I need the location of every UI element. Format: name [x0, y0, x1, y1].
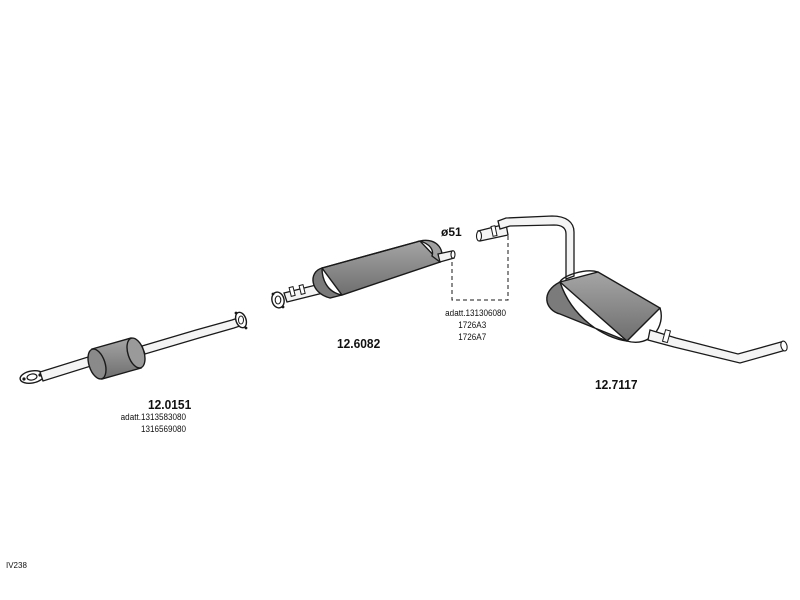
fitment-front-line2: 1316569080 [140, 424, 186, 434]
rear-silencer-assembly [497, 215, 788, 364]
front-resonator [87, 337, 146, 380]
middle-silencer-assembly [271, 239, 456, 309]
front-pipe-assembly [19, 311, 248, 384]
front-outlet-pipe [141, 317, 241, 355]
connector-dashed-bracket [451, 236, 509, 301]
rear-inlet-pipe [497, 215, 575, 280]
fitment-connector-line2: 1726A3 [458, 320, 487, 330]
part-number-rear: 12.7117 [595, 377, 638, 392]
fitment-connector-line1: adatt.131306080 [445, 308, 506, 318]
middle-silencer [312, 239, 443, 299]
fitment-front-line1: adatt.1313583080 [120, 412, 186, 422]
front-outlet-flange [234, 311, 248, 330]
rear-silencer [546, 270, 662, 344]
front-inlet-pipe [39, 356, 92, 382]
part-number-middle: 12.6082 [337, 336, 381, 351]
middle-inlet-flange [271, 291, 285, 309]
part-number-front: 12.0151 [148, 397, 192, 412]
fitment-connector-line3: 1726A7 [458, 332, 487, 342]
connector-diameter-label: ø51 [441, 225, 462, 239]
diagram-code: IV238 [6, 561, 27, 570]
